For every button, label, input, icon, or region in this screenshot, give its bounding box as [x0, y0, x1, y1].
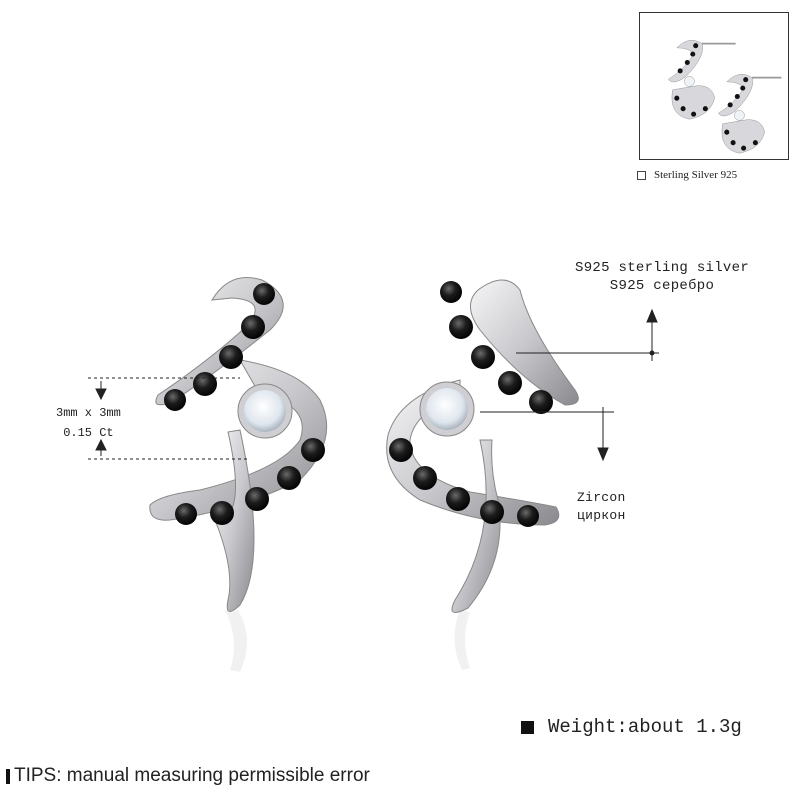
material-label-ru: S925 серебро	[609, 278, 715, 294]
weight-info: Weight:about 1.3g	[521, 716, 742, 738]
left-earring	[149, 277, 328, 612]
thumbnail-preview[interactable]	[639, 12, 789, 160]
stone-label-ru: циркон	[577, 508, 626, 523]
thumbnail-caption-text: Sterling Silver 925	[654, 169, 738, 181]
tips-note: TIPS: manual measuring permissible error	[6, 765, 370, 787]
thumbnail-caption: Sterling Silver 925	[637, 169, 737, 181]
stone-label-en: Zircon	[577, 490, 626, 505]
right-earring	[386, 279, 579, 613]
reflection	[225, 610, 470, 672]
zircon-callout-line	[480, 407, 614, 462]
stone-callout: Zircon циркон	[577, 489, 626, 525]
stone-weight-label: 0.15 Ct	[63, 426, 114, 440]
stone-size-dimension	[88, 377, 248, 460]
weight-text: Weight:about 1.3g	[548, 716, 742, 738]
stone-size-callout: 3mm x 3mm 0.15 Ct	[56, 403, 121, 443]
square-bullet-icon	[521, 720, 534, 734]
silver-callout-line	[516, 308, 659, 361]
material-label-en: S925 sterling silver	[575, 260, 750, 276]
tips-text: TIPS: manual measuring permissible error	[14, 765, 370, 786]
bar-bullet-icon	[6, 768, 10, 784]
material-callout: S925 sterling silver S925 серебро	[575, 259, 749, 295]
checkbox-icon[interactable]	[637, 170, 646, 180]
thumbnail-image	[668, 40, 782, 154]
stone-size-label: 3mm x 3mm	[56, 406, 121, 420]
